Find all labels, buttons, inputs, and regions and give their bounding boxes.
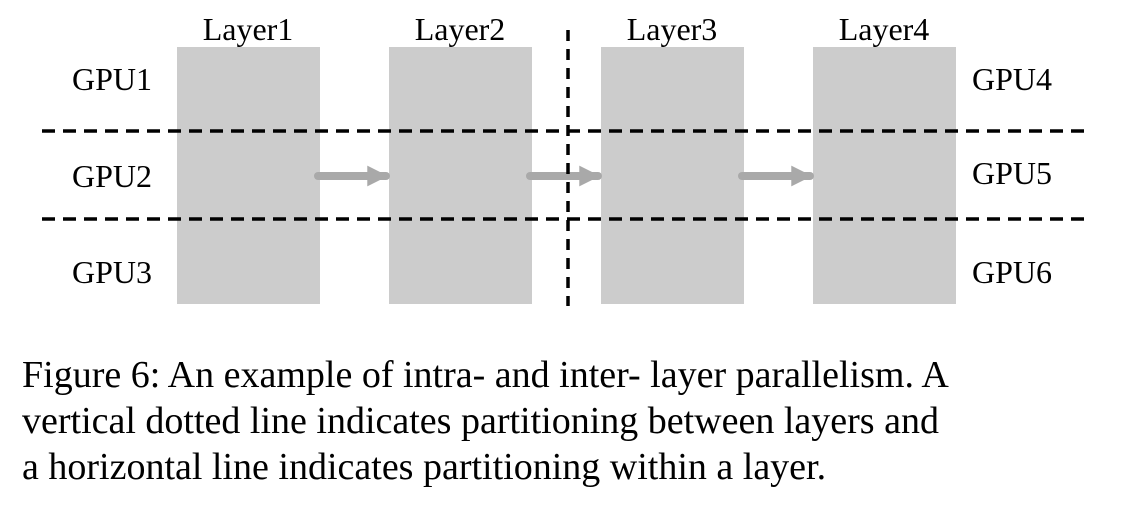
gpu1-label: GPU1 bbox=[72, 61, 152, 97]
caption-line-2: vertical dotted line indicates partition… bbox=[22, 400, 939, 442]
layer4-label: Layer4 bbox=[839, 11, 930, 47]
figure-caption: Figure 6: An example of intra- and inter… bbox=[22, 352, 1122, 490]
layer3-block bbox=[601, 47, 744, 304]
gpu2-label: GPU2 bbox=[72, 158, 152, 194]
layer2-label: Layer2 bbox=[415, 11, 506, 47]
parallelism-diagram: Layer1 Layer2 Layer3 Layer4 GPU1 GPU2 GP… bbox=[42, 11, 1090, 306]
layer1-block bbox=[177, 47, 320, 304]
layer1-label: Layer1 bbox=[203, 11, 294, 47]
layer3-label: Layer3 bbox=[627, 11, 718, 47]
caption-line-3: a horizontal line indicates partitioning… bbox=[22, 446, 827, 488]
layer4-block bbox=[813, 47, 956, 304]
layer2-block bbox=[389, 47, 532, 304]
caption-line-1: Figure 6: An example of intra- and inter… bbox=[22, 354, 949, 396]
gpu6-label: GPU6 bbox=[972, 254, 1052, 290]
gpu3-label: GPU3 bbox=[72, 254, 152, 290]
gpu5-label: GPU5 bbox=[972, 155, 1052, 191]
gpu4-label: GPU4 bbox=[972, 61, 1052, 97]
